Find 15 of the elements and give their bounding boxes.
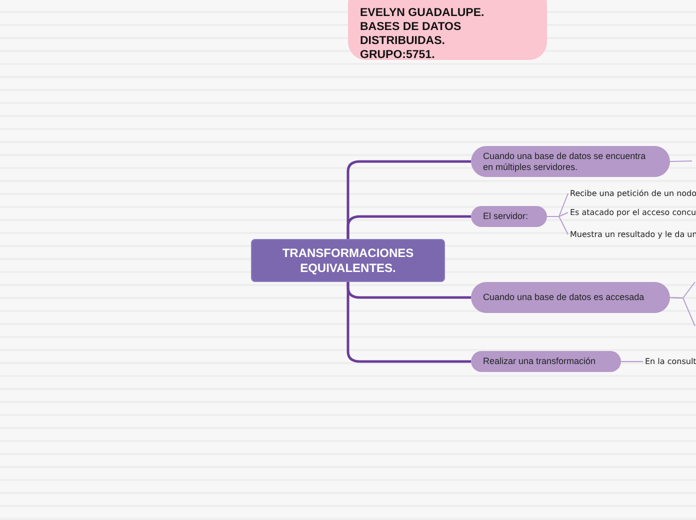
topic-pill: Realizar una transformación xyxy=(471,351,621,372)
branch-text: En la consult xyxy=(645,355,696,368)
connector-line xyxy=(620,361,644,362)
connector-line xyxy=(346,282,471,363)
topic-pill: Cuando una base de datos es accesada xyxy=(471,282,670,313)
branch-text: Recibe una petición de un nodo xyxy=(570,187,696,200)
connector-line xyxy=(670,297,696,326)
branch-text: Es atacado por el acceso concu xyxy=(570,206,696,219)
connector-line xyxy=(346,215,471,239)
title-card: EVELYN GUADALUPE. BASES DE DATOS DISTRIBUIDAS. GRUPO:5751. xyxy=(348,0,547,60)
topic-pill: El servidor: xyxy=(471,206,547,227)
central-topic: TRANSFORMACIONES EQUIVALENTES. xyxy=(251,239,445,282)
topic-pill: Cuando una base de datos se encuentra en múltiples servidores. xyxy=(471,146,670,177)
connector-line xyxy=(670,160,692,162)
connector-line xyxy=(546,216,568,235)
